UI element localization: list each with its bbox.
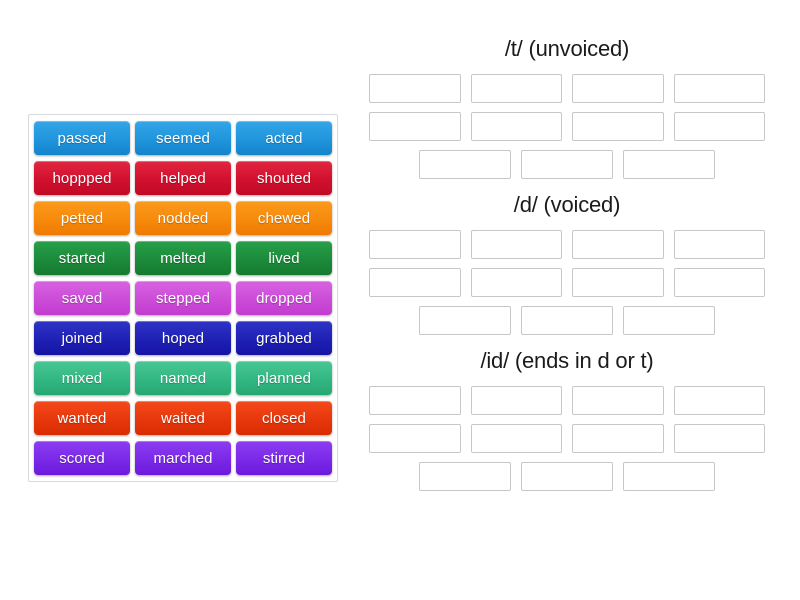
drop-slot[interactable] bbox=[369, 268, 461, 297]
slot-row bbox=[369, 306, 765, 335]
drop-slot[interactable] bbox=[470, 386, 562, 415]
slot-row bbox=[369, 386, 765, 415]
drop-slot[interactable] bbox=[623, 306, 715, 335]
drop-slot[interactable] bbox=[419, 306, 511, 335]
word-tile[interactable]: lived bbox=[236, 241, 332, 275]
drop-slot[interactable] bbox=[369, 74, 461, 103]
word-tile[interactable]: dropped bbox=[236, 281, 332, 315]
slot-row bbox=[369, 74, 765, 103]
drop-slot[interactable] bbox=[369, 424, 461, 453]
word-tile[interactable]: waited bbox=[135, 401, 231, 435]
zone-id-ends-in-d-or-t: /id/ (ends in d or t) bbox=[369, 348, 765, 491]
word-tile[interactable]: seemed bbox=[135, 121, 231, 155]
word-tile[interactable]: mixed bbox=[34, 361, 130, 395]
zone-title: /id/ (ends in d or t) bbox=[480, 348, 654, 373]
slot-row bbox=[369, 424, 765, 453]
word-tile[interactable]: marched bbox=[135, 441, 231, 475]
drop-slot[interactable] bbox=[673, 386, 765, 415]
zone-voiced-d: /d/ (voiced) bbox=[369, 192, 765, 335]
drop-slot[interactable] bbox=[470, 268, 562, 297]
word-tile[interactable]: helped bbox=[135, 161, 231, 195]
word-tile[interactable]: chewed bbox=[236, 201, 332, 235]
drop-slot[interactable] bbox=[470, 230, 562, 259]
drop-slot[interactable] bbox=[419, 462, 511, 491]
word-tile[interactable]: shouted bbox=[236, 161, 332, 195]
zone-title: /t/ (unvoiced) bbox=[504, 36, 630, 61]
drop-slot[interactable] bbox=[419, 150, 511, 179]
drop-slot[interactable] bbox=[369, 112, 461, 141]
word-tile[interactable]: grabbed bbox=[236, 321, 332, 355]
word-tile[interactable]: saved bbox=[34, 281, 130, 315]
word-tile[interactable]: passed bbox=[34, 121, 130, 155]
word-tile[interactable]: acted bbox=[236, 121, 332, 155]
drop-slot[interactable] bbox=[673, 74, 765, 103]
drop-slot[interactable] bbox=[521, 306, 613, 335]
word-tile[interactable]: joined bbox=[34, 321, 130, 355]
word-tile[interactable]: started bbox=[34, 241, 130, 275]
drop-slot[interactable] bbox=[673, 112, 765, 141]
drop-slot[interactable] bbox=[572, 268, 664, 297]
drop-slot[interactable] bbox=[673, 268, 765, 297]
drop-slot[interactable] bbox=[572, 74, 664, 103]
word-tile[interactable]: petted bbox=[34, 201, 130, 235]
drop-slot[interactable] bbox=[369, 230, 461, 259]
word-tile[interactable]: closed bbox=[236, 401, 332, 435]
word-tile[interactable]: scored bbox=[34, 441, 130, 475]
drop-slot[interactable] bbox=[623, 150, 715, 179]
slot-row bbox=[369, 230, 765, 259]
drop-slot[interactable] bbox=[521, 150, 613, 179]
word-tile[interactable]: stepped bbox=[135, 281, 231, 315]
drop-zones-container: /t/ (unvoiced) /d/ (voiced) /id/ (ends in … bbox=[369, 36, 765, 491]
word-tile[interactable]: wanted bbox=[34, 401, 130, 435]
drop-slot[interactable] bbox=[673, 424, 765, 453]
drop-slot[interactable] bbox=[369, 386, 461, 415]
drop-slot[interactable] bbox=[673, 230, 765, 259]
slot-row bbox=[369, 112, 765, 141]
drop-slot[interactable] bbox=[572, 230, 664, 259]
word-tile[interactable]: melted bbox=[135, 241, 231, 275]
slot-row bbox=[369, 268, 765, 297]
drop-slot[interactable] bbox=[521, 462, 613, 491]
word-tile[interactable]: hoped bbox=[135, 321, 231, 355]
zone-unvoiced-t: /t/ (unvoiced) bbox=[369, 36, 765, 179]
slot-row bbox=[369, 150, 765, 179]
word-tile[interactable]: stirred bbox=[236, 441, 332, 475]
slot-row bbox=[369, 462, 765, 491]
word-tile[interactable]: nodded bbox=[135, 201, 231, 235]
drop-slot[interactable] bbox=[572, 424, 664, 453]
drop-slot[interactable] bbox=[623, 462, 715, 491]
word-tile[interactable]: hoppped bbox=[34, 161, 130, 195]
word-tile[interactable]: named bbox=[135, 361, 231, 395]
drop-slot[interactable] bbox=[470, 74, 562, 103]
word-tile[interactable]: planned bbox=[236, 361, 332, 395]
zone-title: /d/ (voiced) bbox=[513, 192, 621, 217]
drop-slot[interactable] bbox=[470, 112, 562, 141]
drop-slot[interactable] bbox=[470, 424, 562, 453]
drop-slot[interactable] bbox=[572, 112, 664, 141]
drop-slot[interactable] bbox=[572, 386, 664, 415]
